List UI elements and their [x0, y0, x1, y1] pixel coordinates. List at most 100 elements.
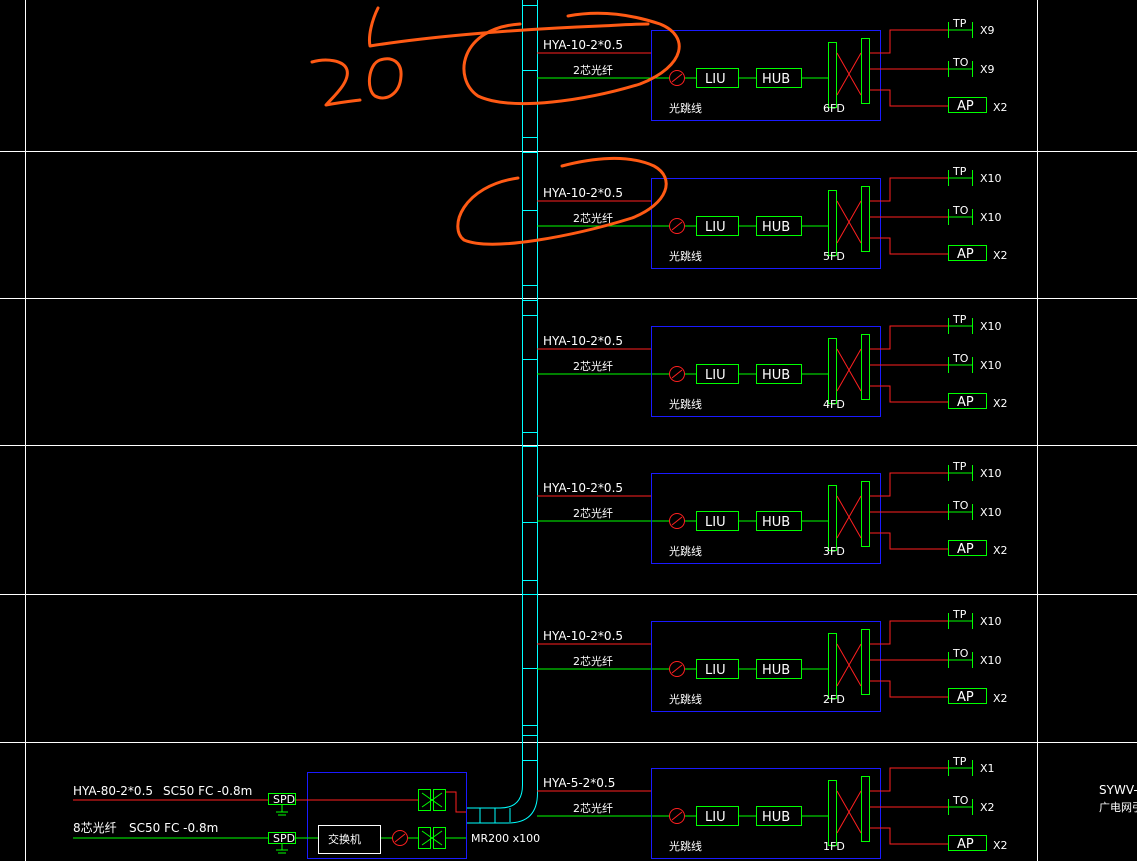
- access-point-box: [948, 835, 987, 851]
- telephone-outlet-icon: TP: [948, 460, 973, 481]
- to-label: TO: [952, 204, 969, 217]
- equipment-frame: [307, 772, 467, 859]
- to-label: TO: [952, 499, 969, 512]
- access-point-box: [948, 97, 987, 113]
- to-count: X9: [980, 63, 995, 76]
- floor-distributor-id: 2FD: [823, 693, 845, 706]
- ap-count: X2: [993, 544, 1008, 557]
- patch-panel-right: [861, 334, 870, 400]
- floor-distributor-frame: [651, 30, 881, 121]
- tp-label: TP: [952, 313, 967, 326]
- svg-text:SPD: SPD: [273, 832, 295, 845]
- ap-label: AP: [957, 837, 974, 852]
- floor-distributor-frame: [651, 473, 881, 564]
- liu-label: LIU: [705, 368, 726, 383]
- patch-panel-left: [828, 338, 837, 404]
- floor-distributor-id: 5FD: [823, 250, 845, 263]
- tp-label: TP: [952, 17, 967, 30]
- patch-panel-left: [828, 190, 837, 256]
- annotation-circle-6f: [462, 11, 681, 106]
- data-outlet-icon: TO: [948, 352, 973, 373]
- liu-box: [696, 364, 739, 384]
- ap-label: AP: [957, 395, 974, 410]
- floor-distributor-id: 1FD: [823, 840, 845, 853]
- patch-panel-right: [861, 776, 870, 842]
- data-outlet-icon: TO: [948, 204, 973, 225]
- tp-label: TP: [952, 165, 967, 178]
- patch-cord-label: 光跳线: [669, 544, 702, 558]
- hub-box: [756, 216, 802, 236]
- hub-label: HUB: [762, 72, 790, 87]
- hub-box: [756, 806, 802, 826]
- to-label: TO: [952, 647, 969, 660]
- hub-box: [756, 68, 802, 88]
- telephone-outlet-icon: TP: [948, 755, 973, 776]
- handwritten-stroke: [368, 6, 650, 48]
- ap-count: X2: [993, 397, 1008, 410]
- patch-cord-label: 光跳线: [669, 249, 702, 263]
- patch-cord-label: 光跳线: [669, 839, 702, 853]
- floor-distributor-id: 4FD: [823, 398, 845, 411]
- to-count: X10: [980, 359, 1002, 372]
- liu-box: [696, 68, 739, 88]
- fiber-terminal-icon: [669, 808, 685, 824]
- handwritten-number-2: [310, 58, 362, 107]
- right-column-line2: 广电网引来: [1099, 800, 1137, 814]
- hub-box: [756, 659, 802, 679]
- patch-panel-left: [828, 633, 837, 699]
- entrance-cable-conduit: SC50 FC -0.8m: [163, 784, 252, 798]
- patch-panel-left: [828, 42, 837, 108]
- fiber-terminal-icon: [669, 661, 685, 677]
- floor-distributor-frame: [651, 326, 881, 417]
- patch-panel-left: [828, 485, 837, 551]
- floor-distributor-frame: [651, 178, 881, 269]
- to-count: X2: [980, 801, 995, 814]
- patch-cord-label: 光跳线: [669, 101, 702, 115]
- floor-cable-label: HYA-10-2*0.5: [543, 38, 623, 52]
- telephone-outlet-icon: TP: [948, 165, 973, 186]
- liu-box: [696, 659, 739, 679]
- liu-label: LIU: [705, 72, 726, 87]
- fiber-terminal-icon: [669, 513, 685, 529]
- access-point-box: [948, 245, 987, 261]
- patch-panel-right: [861, 629, 870, 695]
- fiber-terminal-icon: [669, 218, 685, 234]
- ap-label: AP: [957, 690, 974, 705]
- fiber-terminal-icon: [669, 70, 685, 86]
- ap-label: AP: [957, 542, 974, 557]
- to-label: TO: [952, 56, 969, 69]
- hub-box: [756, 511, 802, 531]
- telephone-outlet-icon: TP: [948, 17, 973, 38]
- access-point-box: [948, 688, 987, 704]
- to-label: TO: [952, 794, 969, 807]
- hub-label: HUB: [762, 220, 790, 235]
- floor-cable-label: HYA-10-2*0.5: [543, 481, 623, 495]
- entrance-cable-label: HYA-80-2*0.5: [73, 784, 153, 798]
- switch-label: 交换机: [328, 832, 361, 846]
- entrance-fiber-label: 8芯光纤: [73, 821, 117, 835]
- entrance-fiber-terminal: [392, 830, 408, 846]
- floor-distributor-id: 3FD: [823, 545, 845, 558]
- access-point-box: [948, 540, 987, 556]
- floor-distributor-frame: [651, 621, 881, 712]
- hub-label: HUB: [762, 368, 790, 383]
- vertical-cable-riser: [466, 0, 538, 824]
- to-count: X10: [980, 211, 1002, 224]
- tp-count: X1: [980, 762, 995, 775]
- telephone-outlet-icon: TP: [948, 313, 973, 334]
- hub-box: [756, 364, 802, 384]
- floor-cable-label: HYA-10-2*0.5: [543, 629, 623, 643]
- patch-panel-right: [861, 481, 870, 547]
- tp-count: X10: [980, 320, 1002, 333]
- spd-lower: SPD: [268, 832, 296, 854]
- ap-count: X2: [993, 249, 1008, 262]
- tp-label: TP: [952, 755, 967, 768]
- patch-cord-label: 光跳线: [669, 397, 702, 411]
- tp-label: TP: [952, 460, 967, 473]
- floor-cable-label: HYA-10-2*0.5: [543, 334, 623, 348]
- tp-count: X10: [980, 467, 1002, 480]
